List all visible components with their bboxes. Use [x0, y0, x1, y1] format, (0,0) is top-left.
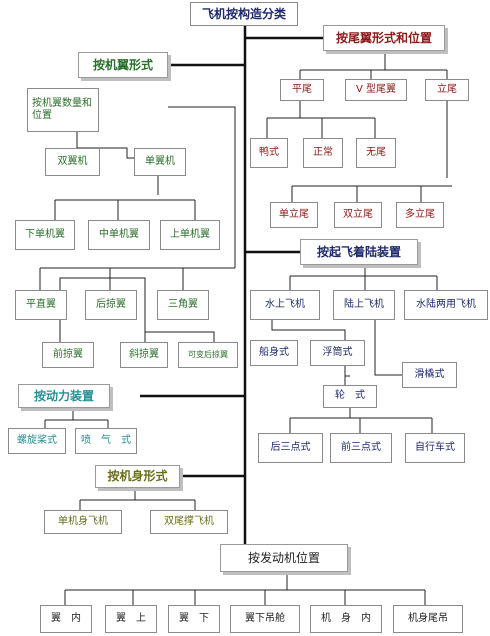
multi-fin-node: 多立尾 — [396, 202, 444, 228]
below-wing-node: 翼 下 — [168, 605, 220, 633]
nose-wheel-node: 前三点式 — [330, 433, 392, 463]
delta-wing-node: 三角翼 — [157, 290, 209, 320]
biplane-node: 双翼机 — [45, 148, 100, 176]
float-node: 浮筒式 — [310, 340, 365, 366]
landing-gear-section-header: 按起飞着陆装置 — [300, 239, 418, 265]
monoplane-node: 单翼机 — [134, 148, 186, 176]
tail-section-header: 按尾翼形式和位置 — [323, 25, 445, 51]
single-fin-node: 单立尾 — [270, 202, 318, 228]
in-wing-node: 翼 内 — [40, 605, 92, 633]
single-fuselage-node: 单机身飞机 — [44, 510, 122, 534]
under-wing-pod-node: 翼下吊舱 — [230, 605, 300, 633]
hull-node: 船身式 — [250, 340, 298, 366]
tail-pod-node: 机身尾吊 — [393, 605, 463, 633]
engine-section-header: 按发动机位置 — [220, 544, 348, 572]
high-wing-node: 上单机翼 — [160, 220, 220, 250]
horizontal-tail-node: 平尾 — [280, 79, 324, 101]
seaplane-node: 水上飞机 — [250, 290, 320, 320]
straight-wing-node: 平直翼 — [15, 290, 67, 320]
fuselage-section-header: 按机身形式 — [95, 465, 180, 488]
wheel-node: 轮 式 — [323, 385, 377, 408]
wing-section-header: 按机翼形式 — [78, 52, 168, 78]
v-tail-node: V 型尾翼 — [345, 79, 407, 101]
in-fuselage-node: 机 身 内 — [310, 605, 382, 633]
mid-wing-node: 中单机翼 — [88, 220, 150, 250]
twin-fin-node: 双立尾 — [334, 202, 382, 228]
power-section-header: 按动力装置 — [18, 384, 110, 408]
amphibian-node: 水陆两用飞机 — [404, 290, 488, 320]
swept-back-wing-node: 后掠翼 — [85, 290, 137, 320]
tailless-node: 无尾 — [356, 138, 396, 168]
tricycle-node: 后三点式 — [258, 433, 323, 463]
low-wing-node: 下单机翼 — [15, 220, 75, 250]
oblique-wing-node: 斜掠翼 — [120, 342, 168, 368]
swept-forward-wing-node: 前掠翼 — [42, 342, 94, 368]
wing-count-position-node: 按机翼数量和位置 — [27, 88, 99, 132]
diagram-title: 飞机按构造分类 — [190, 2, 298, 26]
twin-boom-node: 双尾撑飞机 — [150, 510, 228, 534]
variable-sweep-wing-node: 可变后掠翼 — [178, 342, 238, 368]
landplane-node: 陆上飞机 — [333, 290, 395, 320]
jet-node: 喷 气 式 — [75, 428, 137, 454]
skid-node: 滑橇式 — [402, 362, 457, 388]
canard-node: 鸭式 — [250, 138, 288, 168]
above-wing-node: 翼 上 — [105, 605, 157, 633]
vertical-tail-node: 立尾 — [425, 79, 469, 101]
propeller-node: 螺旋桨式 — [8, 428, 66, 454]
conventional-node: 正常 — [303, 138, 343, 168]
bicycle-node: 自行车式 — [405, 433, 465, 463]
